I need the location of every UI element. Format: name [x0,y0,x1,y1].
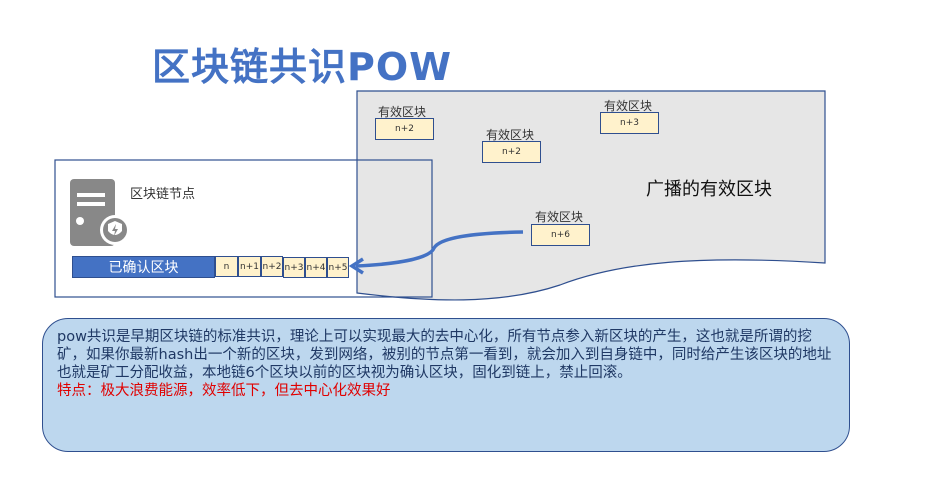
node-box-border [54,159,433,298]
server-icon [70,179,130,246]
description-text: pow共识是早期区块链的标准共识，理论上可以实现最大的去中心化，所有节点参入新区… [57,329,832,381]
node-label: 区块链节点 [130,187,196,202]
broadcast-area [356,90,826,301]
description-box: pow共识是早期区块链的标准共识，理论上可以实现最大的去中心化，所有节点参入新区… [42,318,850,452]
arrow-head-icon [348,257,364,275]
chain-block: n+4 [305,257,327,278]
chain-block: n+1 [238,256,261,277]
valid-block: n+3 [600,112,659,134]
feature-text: 特点：极大浪费能源，效率低下，但去中心化效果好 [57,383,391,399]
chain-block: n+3 [283,257,305,278]
valid-block-caption: 有效区块 [378,105,427,119]
valid-block-caption: 有效区块 [486,128,535,142]
valid-block-caption: 有效区块 [604,99,653,113]
broadcast-label: 广播的有效区块 [646,179,772,200]
chain-block: n+5 [327,257,349,278]
chain-block: n+2 [261,256,283,277]
page-title: 区块链共识POW [152,45,453,89]
chain-block: n [215,256,238,277]
valid-block: n+2 [482,141,541,163]
confirmed-blocks-label: 已确认区块 [72,256,215,278]
valid-block: n+6 [531,224,590,246]
valid-block: n+2 [375,118,434,140]
broadcast-arrow [355,230,524,268]
valid-block-caption: 有效区块 [535,210,584,224]
